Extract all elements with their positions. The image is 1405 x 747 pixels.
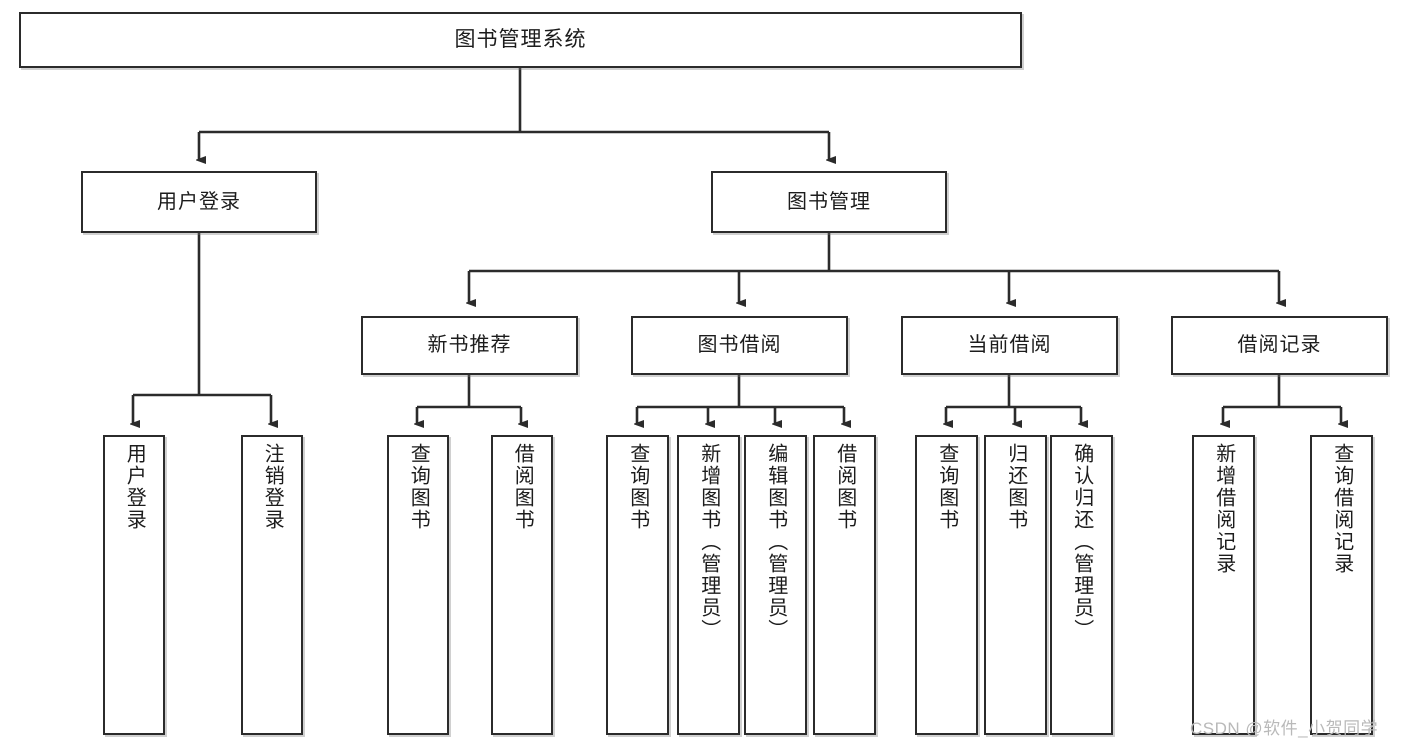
leaf-label: 查询图书 — [626, 443, 649, 531]
leaf-label: 注销登录 — [261, 443, 284, 531]
node-book-management[interactable]: 图书管理 — [711, 171, 947, 233]
leaf-label: 查询图书 — [935, 443, 958, 531]
node-borrow-record[interactable]: 借阅记录 — [1171, 316, 1388, 375]
leaf-add-book-admin[interactable]: 新增图书（管理员） — [677, 435, 740, 735]
node-label: 新书推荐 — [427, 334, 512, 356]
leaf-query-book-current[interactable]: 查询图书 — [915, 435, 978, 735]
leaf-edit-book-admin[interactable]: 编辑图书（管理员） — [744, 435, 807, 735]
leaf-label: 用户登录 — [123, 443, 146, 531]
leaf-label: 借阅图书 — [833, 443, 856, 531]
leaf-borrow-book-recommend[interactable]: 借阅图书 — [491, 435, 553, 735]
leaf-confirm-return-admin[interactable]: 确认归还（管理员） — [1050, 435, 1113, 735]
node-label: 借阅记录 — [1237, 334, 1322, 356]
leaf-borrow-book[interactable]: 借阅图书 — [813, 435, 876, 735]
leaf-label: 编辑图书（管理员） — [764, 443, 787, 641]
node-label: 用户登录 — [157, 190, 241, 213]
node-book-borrow[interactable]: 图书借阅 — [631, 316, 848, 375]
leaf-label: 借阅图书 — [511, 443, 534, 531]
leaf-label: 查询借阅记录 — [1330, 443, 1353, 575]
leaf-label: 新增借阅记录 — [1212, 443, 1235, 575]
leaf-query-book-recommend[interactable]: 查询图书 — [387, 435, 449, 735]
leaf-label: 确认归还（管理员） — [1070, 443, 1093, 641]
leaf-label: 归还图书 — [1004, 443, 1027, 531]
leaf-query-book[interactable]: 查询图书 — [606, 435, 669, 735]
node-user-login[interactable]: 用户登录 — [81, 171, 317, 233]
leaf-label: 查询图书 — [407, 443, 430, 531]
node-label: 当前借阅 — [967, 334, 1052, 356]
leaf-label: 新增图书（管理员） — [697, 443, 720, 641]
leaf-user-login[interactable]: 用户登录 — [103, 435, 165, 735]
node-label: 图书借阅 — [697, 334, 782, 356]
node-label: 图书管理 — [787, 190, 871, 213]
leaf-query-borrow-record[interactable]: 查询借阅记录 — [1310, 435, 1373, 735]
node-root-system[interactable]: 图书管理系统 — [19, 12, 1022, 68]
leaf-logout[interactable]: 注销登录 — [241, 435, 303, 735]
node-label: 图书管理系统 — [454, 27, 587, 51]
leaf-add-borrow-record[interactable]: 新增借阅记录 — [1192, 435, 1255, 735]
node-current-borrow[interactable]: 当前借阅 — [901, 316, 1118, 375]
node-new-book-recommend[interactable]: 新书推荐 — [361, 316, 578, 375]
leaf-return-book[interactable]: 归还图书 — [984, 435, 1047, 735]
csdn-watermark: CSDN @软件_小贺同学 — [1190, 719, 1379, 738]
